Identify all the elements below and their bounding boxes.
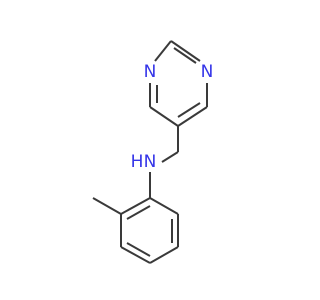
- bond-b1-b2: [149, 197, 179, 215]
- molecule-diagram: N N N H: [92, 40, 214, 264]
- atom-n-amine: N: [144, 152, 157, 172]
- atom-h-amine: H: [131, 152, 144, 172]
- bond-b6-b1: [120, 197, 151, 215]
- bond-b4-b5: [120, 246, 151, 264]
- bond-ch2-nh: [161, 151, 179, 163]
- atom-n-pyrimidine-right: N: [201, 62, 214, 82]
- bond-c4-c5-inner: [177, 102, 201, 118]
- bond-b6-b1-inner: [126, 205, 151, 220]
- benzene-ring: [120, 197, 179, 264]
- bond-n1-c2: [154, 40, 172, 62]
- bond-c2-n3: [170, 40, 201, 62]
- atom-n-pyrimidine-left: N: [144, 62, 157, 82]
- bond-c2-n3-inner: [173, 47, 197, 64]
- bond-b4-b5-inner: [126, 242, 151, 257]
- bond-b3-b4: [149, 246, 179, 264]
- bond-methyl: [92, 197, 122, 215]
- pyrimidine-ring: [149, 40, 208, 127]
- bond-c4-c5: [177, 106, 208, 127]
- bond-c5-c6: [149, 106, 179, 127]
